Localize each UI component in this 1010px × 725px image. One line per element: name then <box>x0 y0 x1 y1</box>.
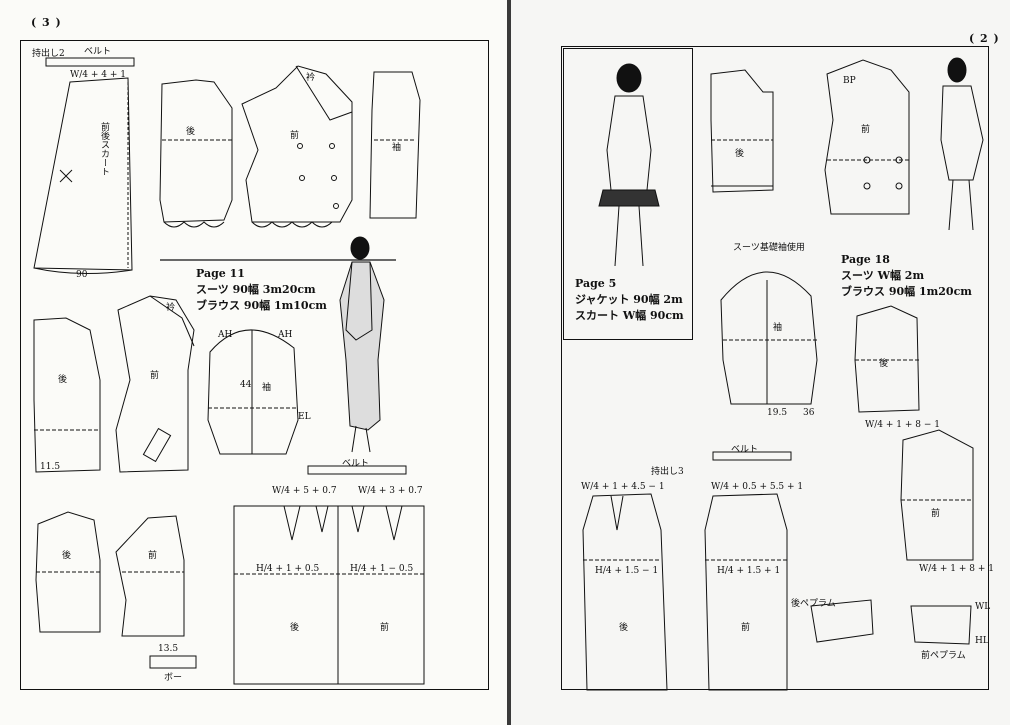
left-label-hip-formula-2: H/4 + 1 − 0.5 <box>350 564 414 574</box>
right-label-36: 36 <box>803 408 815 418</box>
right-skirt-front <box>705 494 787 690</box>
right-label-formula-a: W/4 + 1 + 4.5 − 1 <box>581 482 665 492</box>
left-page-number: ( 3 ) <box>31 16 62 29</box>
right-jacket-back <box>711 70 773 192</box>
left-label-back-3: 後 <box>290 623 300 633</box>
left-label-front-2: 前 <box>150 371 160 381</box>
left-page: ( 3 ) <box>0 0 507 725</box>
left-caption-title: Page 11 <box>196 267 245 280</box>
left-caption: Page 11 スーツ 90幅 3m20cm ブラウス 90幅 1m10cm <box>196 266 327 314</box>
right-label-belt: ベルト <box>731 445 759 455</box>
right-label-front-peplum: 前ペプラム <box>921 651 966 661</box>
right-label-back-3: 後 <box>619 623 629 633</box>
left-belt-strip <box>46 58 134 66</box>
left-label-waist-formula-1: W/4 + 4 + 1 <box>70 70 126 80</box>
left-skirt-front-back <box>234 506 424 684</box>
left-fashion-figure <box>340 237 384 452</box>
right-label-back-2: 後 <box>879 359 889 369</box>
left-label-front-back-skirt: 前後スカート <box>99 122 109 176</box>
right-label-sleeve: 袖 <box>773 323 783 333</box>
left-label-hip-formula-1: H/4 + 1 + 0.5 <box>256 564 320 574</box>
right-belt <box>713 452 791 460</box>
left-label-el: EL <box>298 412 311 422</box>
left-label-collar-2: 衿 <box>166 303 176 313</box>
right-label-suit-sleeve-note: スーツ基礎袖使用 <box>733 243 805 253</box>
left-blouse-front <box>116 296 194 472</box>
right-front-peplum <box>911 606 971 644</box>
right-label-back-1: 後 <box>735 149 745 159</box>
right-label-hl: HL <box>975 636 989 646</box>
left-label-front-1: 前 <box>290 131 300 141</box>
right-caption-b: Page 18 スーツ W幅 2m ブラウス 90幅 1m20cm <box>841 252 972 300</box>
left-label-collar-1: 衿 <box>306 73 316 83</box>
left-label-ease: 持出し2 <box>32 49 65 59</box>
right-label-formula-f: W/4 + 1 + 8 + 1 <box>919 564 994 574</box>
right-page5-box <box>563 48 693 340</box>
right-label-195: 19.5 <box>767 408 788 418</box>
left-skirt-panel <box>34 78 132 270</box>
left-label-back-4: 後 <box>62 551 72 561</box>
left-blouse2-front <box>116 516 184 636</box>
right-label-formula-c: H/4 + 1.5 − 1 <box>595 566 659 576</box>
left-label-sleeve-1: 袖 <box>392 143 402 153</box>
left-label-waist-formula-2: W/4 + 5 + 0.7 <box>272 486 337 496</box>
right-label-ease: 持出し3 <box>651 467 684 477</box>
left-blouse-sleeve <box>208 330 298 454</box>
left-blouse-back <box>34 318 100 472</box>
left-caption-line-1: スーツ 90幅 3m20cm <box>196 283 316 296</box>
right-label-formula-e: W/4 + 1 + 8 − 1 <box>865 420 940 430</box>
left-label-bow: ボー <box>164 673 183 683</box>
right-caption-a: Page 5 ジャケット 90幅 2m スカート W幅 90cm <box>575 276 684 324</box>
right-back-peplum <box>811 600 873 642</box>
left-caption-line-2: ブラウス 90幅 1m10cm <box>196 299 327 312</box>
right-label-formula-b: W/4 + 0.5 + 5.5 + 1 <box>711 482 804 492</box>
right-label-front-2: 前 <box>931 509 941 519</box>
right-caption-b-line-1: スーツ W幅 2m <box>841 269 925 282</box>
left-label-hem-90: 90 <box>76 270 88 280</box>
right-label-back-peplum: 後ペプラム <box>791 599 836 609</box>
left-label-sleeve-2: 袖 <box>262 383 272 393</box>
left-label-ah-2: AH <box>278 330 293 340</box>
left-jacket-front <box>242 66 352 222</box>
right-fashion-figure-a <box>599 64 659 266</box>
book-gutter <box>507 0 511 725</box>
right-label-formula-d: H/4 + 1.5 + 1 <box>717 566 781 576</box>
left-label-belt-top: ベルト <box>84 47 112 57</box>
right-jacket-front <box>825 60 909 214</box>
left-label-back-1: 後 <box>186 127 196 137</box>
left-pattern-drawings <box>0 0 507 725</box>
right-label-wl: WL <box>975 602 991 612</box>
right-fashion-figure-b <box>941 58 983 230</box>
left-label-front-3: 前 <box>380 623 390 633</box>
right-caption-b-line-2: ブラウス 90幅 1m20cm <box>841 285 972 298</box>
left-page-frame <box>20 40 489 690</box>
right-skirt-back <box>583 494 667 690</box>
left-label-135: 13.5 <box>158 644 179 654</box>
right-blouse-front <box>901 430 973 560</box>
left-jacket-back <box>160 80 232 222</box>
right-label-bp: BP <box>843 76 856 86</box>
left-label-size-44: 44 <box>240 380 252 390</box>
right-caption-a-line-1: ジャケット 90幅 2m <box>575 293 683 306</box>
right-pattern-drawings <box>511 0 1010 725</box>
right-label-front-1: 前 <box>861 125 871 135</box>
right-sleeve <box>721 272 817 404</box>
right-caption-a-title: Page 5 <box>575 277 617 290</box>
right-caption-a-line-2: スカート W幅 90cm <box>575 309 684 322</box>
left-sleeve-top <box>370 72 420 218</box>
left-label-115: 11.5 <box>40 462 61 472</box>
left-blouse2-back <box>36 512 100 632</box>
left-label-back-2: 後 <box>58 375 68 385</box>
right-page: ( 2 ) <box>511 0 1010 725</box>
left-label-waist-formula-3: W/4 + 3 + 0.7 <box>358 486 423 496</box>
right-label-front-3: 前 <box>741 623 751 633</box>
left-label-belt-bottom: ベルト <box>342 459 370 469</box>
left-bow-piece <box>150 656 196 668</box>
left-belt-bottom <box>308 466 406 474</box>
left-label-front-4: 前 <box>148 551 158 561</box>
right-page-number: ( 2 ) <box>969 32 1000 45</box>
left-label-ah-1: AH <box>218 330 233 340</box>
right-caption-b-title: Page 18 <box>841 253 890 266</box>
